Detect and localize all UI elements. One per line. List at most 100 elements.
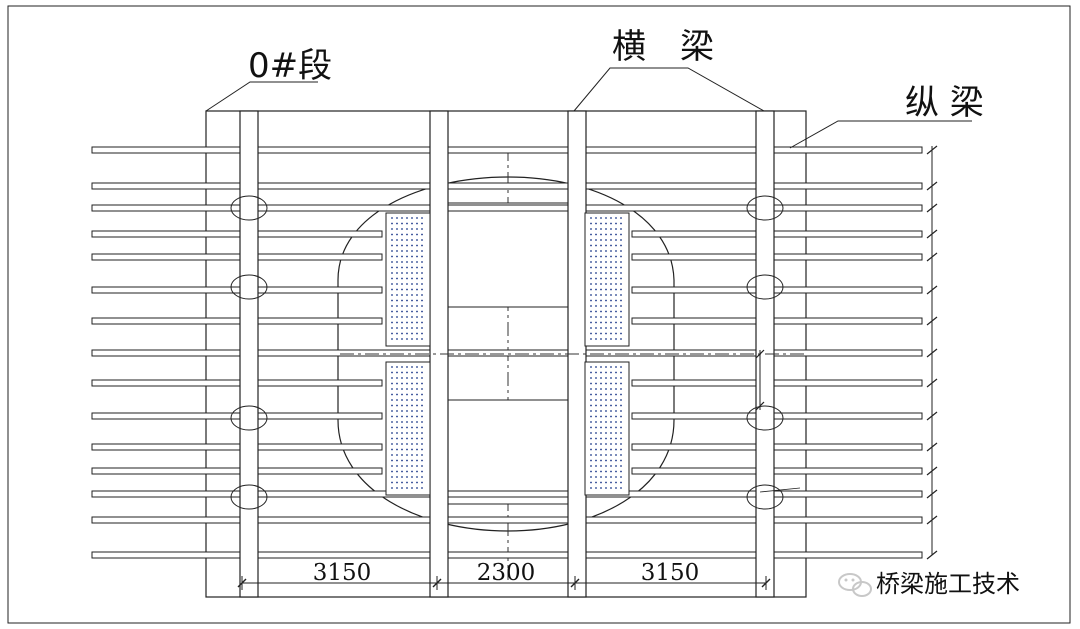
plate-dot [610, 421, 612, 423]
plate-dot [416, 222, 418, 225]
plate-dot [416, 404, 418, 407]
plate-dot [610, 377, 612, 379]
plate-dot [600, 261, 602, 263]
plate-dot [605, 459, 607, 462]
plate-dot [421, 448, 423, 451]
plate-dot [421, 377, 423, 379]
plate-dot [391, 299, 393, 302]
plate-dot [620, 299, 622, 302]
plate-dot [406, 316, 408, 318]
plate-dot [610, 371, 612, 374]
plate-dot [620, 415, 622, 418]
plate-dot [421, 239, 423, 241]
plate-dot [406, 382, 408, 385]
plate-dot [605, 415, 607, 418]
plate-dot [396, 299, 398, 302]
plate-dot [620, 432, 622, 434]
plate-dot [605, 388, 607, 390]
long-beam-leader [789, 120, 972, 149]
plate-dot [401, 448, 403, 451]
long-beam-14 [91, 551, 923, 559]
long-beam-right-9 [631, 412, 923, 420]
plate-dot [595, 244, 597, 247]
plate-dot [610, 294, 612, 296]
plate-dot [411, 465, 413, 467]
plate-dot [620, 288, 622, 291]
plate-dot [595, 459, 597, 462]
plate-dot [610, 448, 612, 451]
long-beam-13 [91, 516, 923, 524]
long-beam-left-8 [91, 379, 383, 387]
long-beam-2 [91, 204, 923, 212]
plate-dot [406, 437, 408, 440]
plate-dot [615, 454, 617, 456]
plate-dot [411, 283, 413, 285]
plate-dot [590, 470, 592, 473]
plate-dot [600, 487, 602, 489]
plate-dot [401, 421, 403, 423]
long-beam-left-10 [91, 443, 383, 451]
plate-dot [600, 465, 602, 467]
plate-dot [610, 410, 612, 412]
plate-dot [605, 310, 607, 313]
plate-dot [421, 233, 423, 236]
plate-dot [391, 233, 393, 236]
plate-dot [406, 377, 408, 379]
long-beam-left-4 [91, 253, 383, 261]
plate-dot [416, 321, 418, 324]
plate-dot [411, 288, 413, 291]
plate-dot [595, 239, 597, 241]
plate-dot [590, 426, 592, 429]
plate-dot [421, 283, 423, 285]
plate-dot [421, 393, 423, 396]
plate-dot [600, 217, 602, 219]
watermark-text: 桥梁施工技术 [876, 570, 1020, 598]
plate-dot [406, 404, 408, 407]
plate-dot [600, 310, 602, 313]
plate-dot [590, 305, 592, 307]
plate-dot [391, 244, 393, 247]
plate-dot [600, 316, 602, 318]
plate-dot [590, 338, 592, 340]
plate-dot [590, 332, 592, 335]
plate-dot [600, 481, 602, 484]
watermark: 桥梁施工技术 [838, 570, 1020, 598]
plate-dot [391, 371, 393, 374]
plate-dot [406, 448, 408, 451]
plate-dot [391, 377, 393, 379]
plate-dot [401, 305, 403, 307]
plate-dot [391, 294, 393, 296]
plate-dot [406, 415, 408, 418]
plate-dot [590, 261, 592, 263]
plate-dot [605, 239, 607, 241]
plate-dot [605, 305, 607, 307]
plate-dot [590, 481, 592, 484]
plate-dot [620, 421, 622, 423]
plate-dot [396, 283, 398, 285]
plate-dot [411, 371, 413, 374]
plate-dot [590, 228, 592, 230]
plate-dot [396, 316, 398, 318]
plate-dot [406, 228, 408, 230]
plate-dot [620, 310, 622, 313]
plate-dot [411, 217, 413, 219]
segment-label: 0#段 [248, 46, 332, 86]
plate-dot [391, 388, 393, 390]
plate-dot [595, 327, 597, 329]
plate-dot [595, 255, 597, 258]
plate-dot [411, 321, 413, 324]
plate-dot [595, 366, 597, 368]
plate-dot [615, 272, 617, 274]
plate-dot [600, 410, 602, 412]
plate-dot [590, 321, 592, 324]
plate-dot [401, 283, 403, 285]
plate-dot [595, 217, 597, 219]
plate-dot [391, 310, 393, 313]
plate-dot [391, 366, 393, 368]
plate-dot [411, 332, 413, 335]
plate-dot [416, 487, 418, 489]
plate-dot [605, 277, 607, 280]
plate-dot [600, 454, 602, 456]
plate-dot [391, 443, 393, 445]
plate-dot [396, 382, 398, 385]
